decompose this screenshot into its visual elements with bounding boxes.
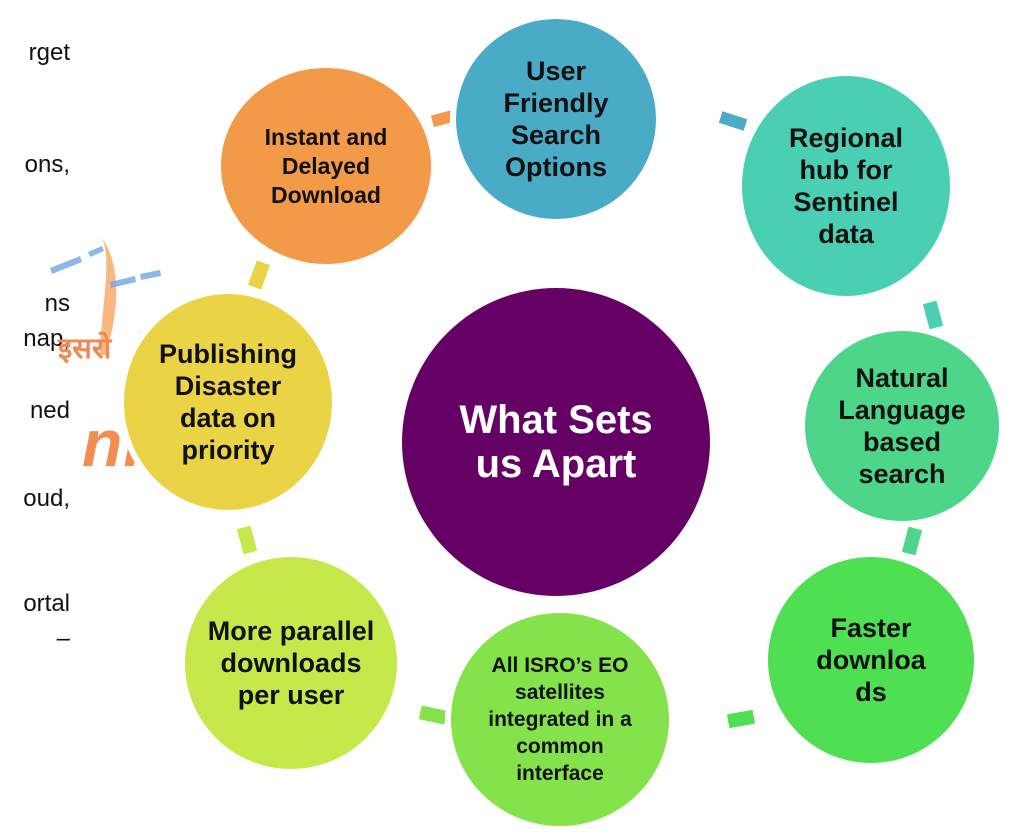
node-label: More parallel downloads per user bbox=[207, 616, 375, 710]
node-label: Instant and Delayed Download bbox=[264, 123, 388, 208]
isro-logo bbox=[40, 230, 190, 360]
partial-text-2: ons, bbox=[24, 151, 70, 178]
node-label: User Friendly Search Options bbox=[503, 56, 609, 182]
node-label: Regional hub for Sentinel data bbox=[788, 123, 903, 249]
node-label: Natural Language based search bbox=[838, 363, 966, 489]
connector-more-publishing bbox=[236, 525, 258, 555]
isro-hindi-text: इसरो bbox=[58, 333, 112, 365]
partial-text-3: ns bbox=[44, 290, 70, 317]
node-label: All ISRO’s EO satellites integrated in a… bbox=[488, 654, 632, 785]
partial-text-7: ortal bbox=[23, 590, 70, 617]
node-more-parallel-downloads: More parallel downloads per user bbox=[179, 551, 403, 775]
node-label: Faster downloa ds bbox=[816, 613, 926, 707]
node-publishing-disaster-data: Publishing Disaster data on priority bbox=[118, 288, 338, 516]
node-label: Publishing Disaster data on priority bbox=[159, 339, 297, 465]
connector-user-regional bbox=[718, 111, 748, 131]
node-faster-downloads: Faster downloa ds bbox=[762, 551, 980, 769]
connector-natural-faster bbox=[901, 526, 923, 556]
partial-text-8: – bbox=[56, 625, 70, 652]
connector-faster-all bbox=[726, 709, 756, 729]
partial-text-5: ned bbox=[29, 397, 70, 424]
connector-all-more bbox=[418, 705, 448, 725]
node-instant-delayed-download: Instant and Delayed Download bbox=[215, 62, 437, 270]
center-circle: What Sets us Apart bbox=[402, 288, 710, 596]
center-label: What Sets us Apart bbox=[459, 398, 653, 486]
connector-publishing-instant bbox=[247, 260, 271, 290]
partial-text-4: nap, bbox=[23, 325, 70, 352]
partial-text-6: oud, bbox=[23, 485, 70, 512]
node-user-friendly-search: User Friendly Search Options bbox=[450, 13, 662, 225]
partial-text-1: rget bbox=[28, 39, 70, 66]
node-regional-hub: Regional hub for Sentinel data bbox=[736, 70, 956, 302]
node-all-isro-satellites: All ISRO’s EO satellites integrated in a… bbox=[445, 607, 675, 832]
connector-regional-natural bbox=[922, 300, 944, 330]
node-natural-language-search: Natural Language based search bbox=[799, 325, 1005, 527]
